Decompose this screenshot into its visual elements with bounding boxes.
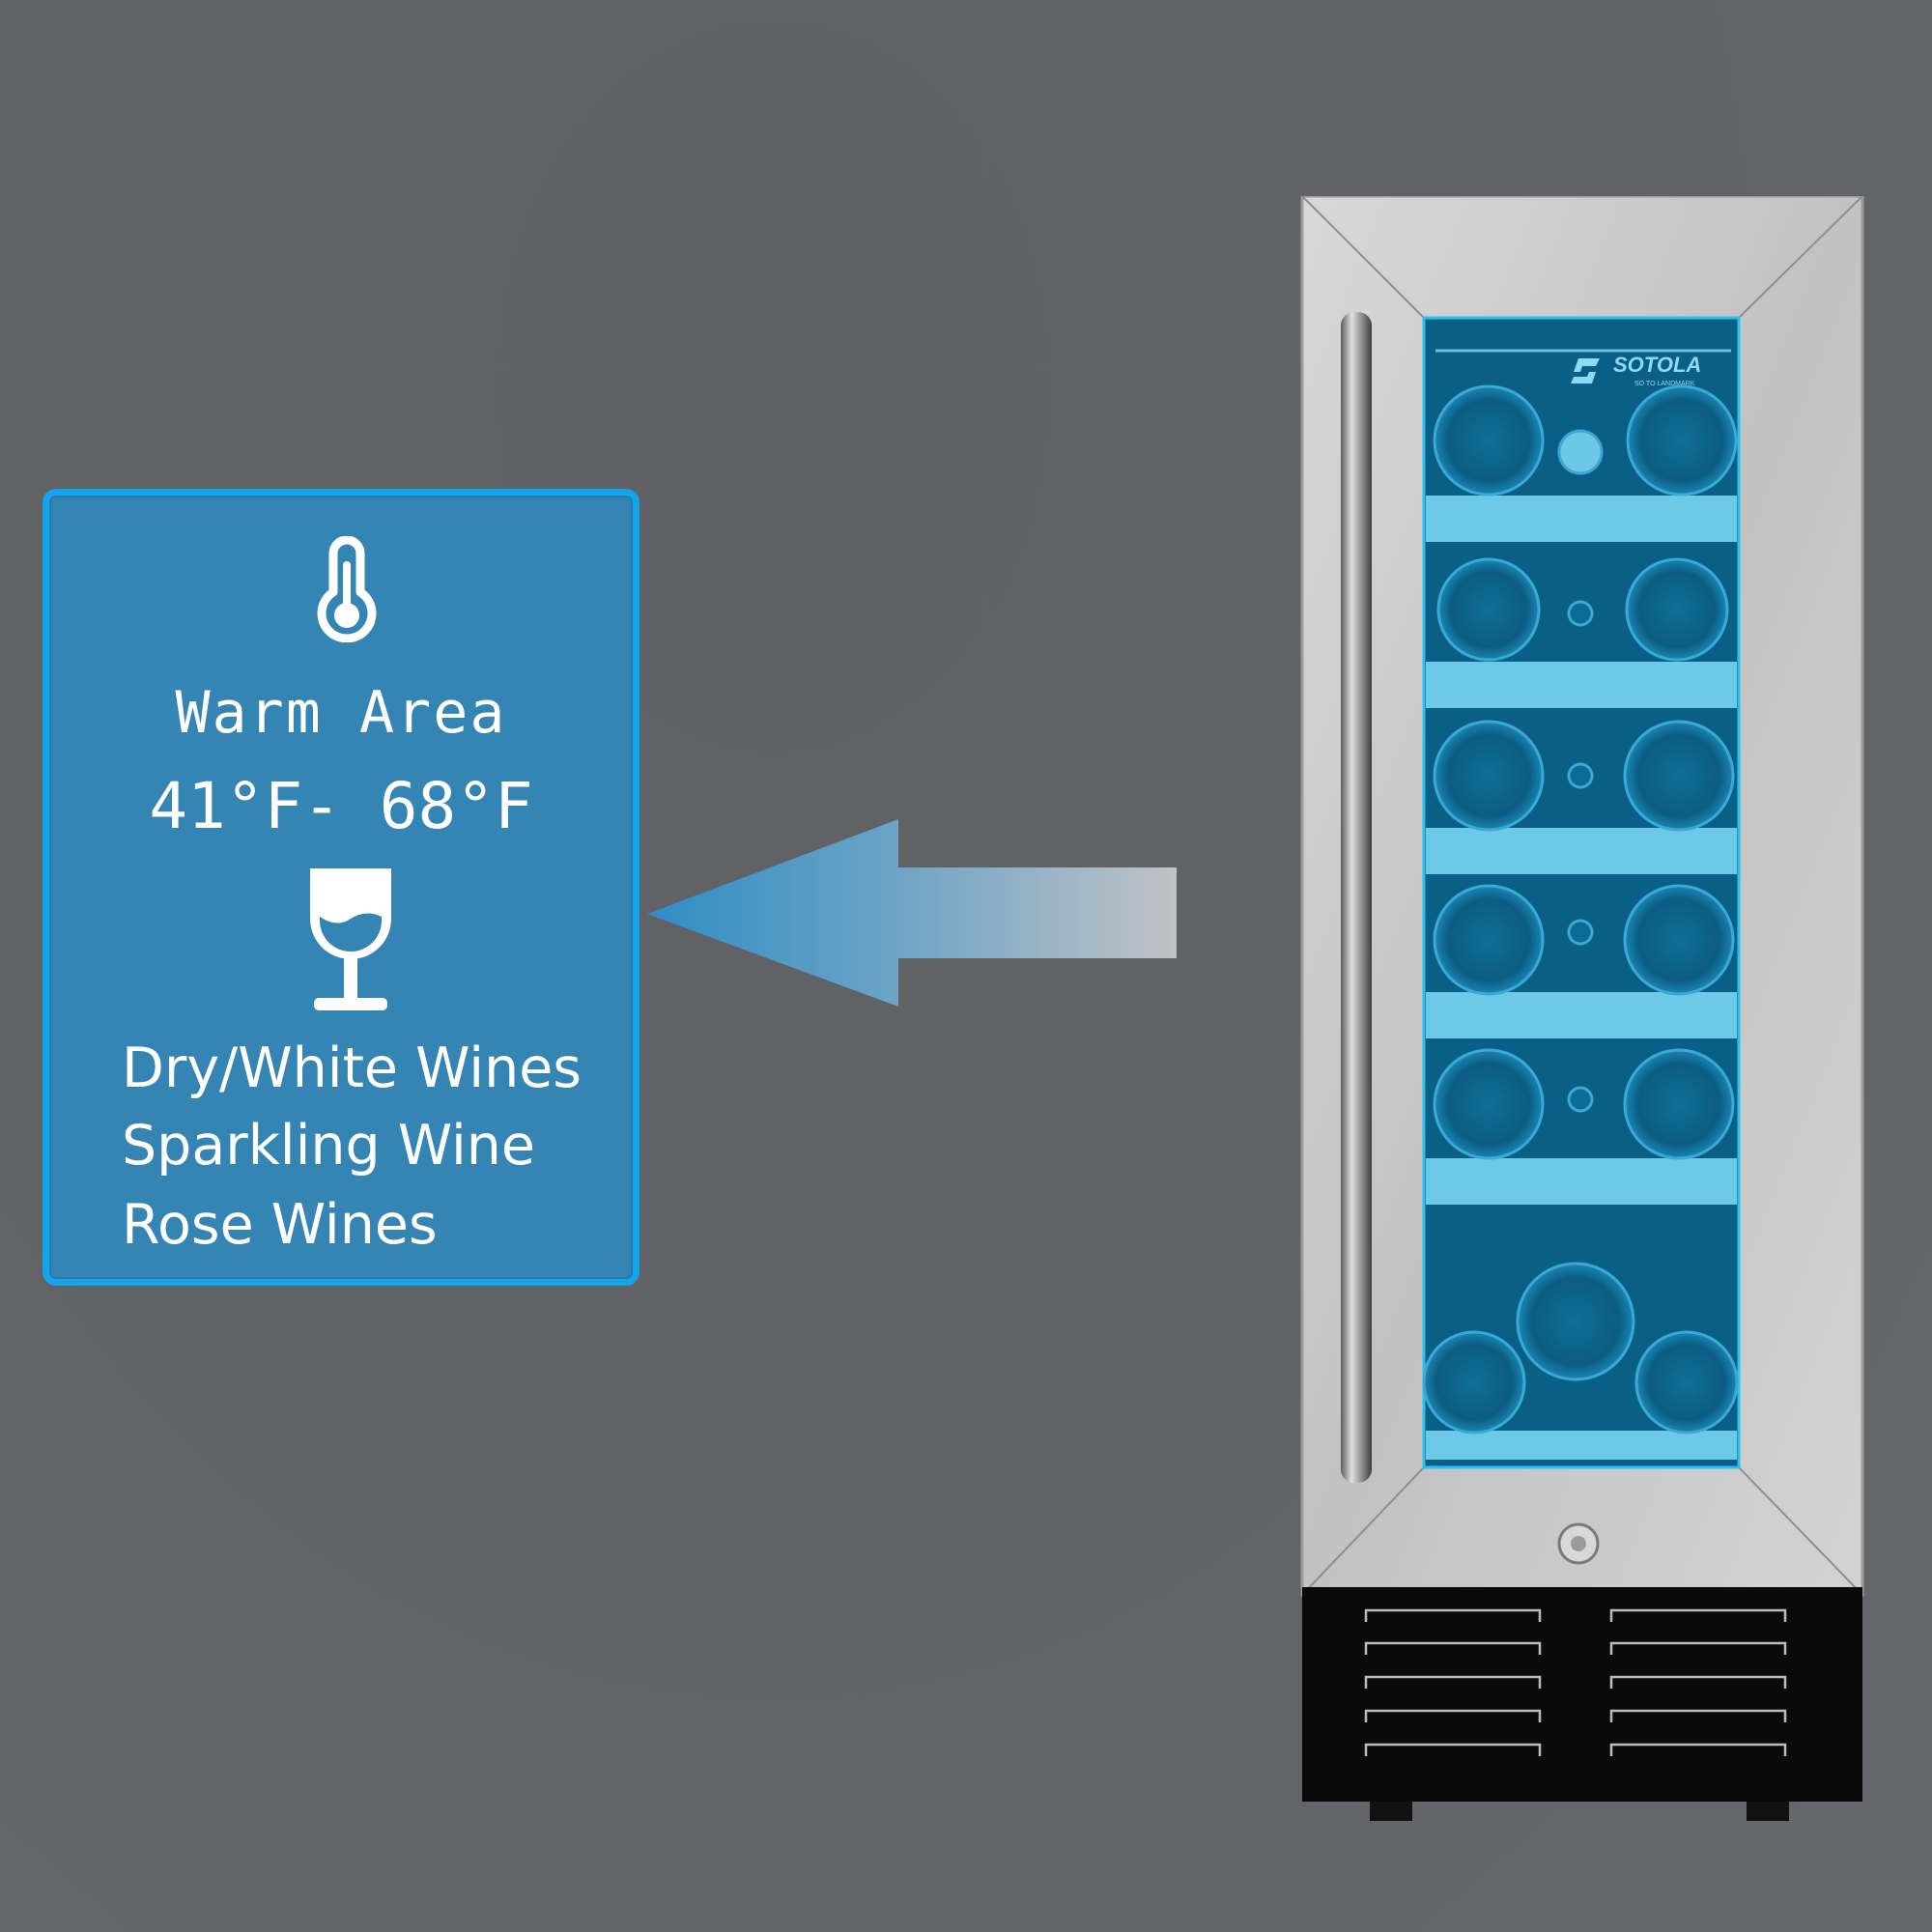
arrow-left-icon	[647, 819, 1177, 1007]
wine-type-dry-white: Dry/White Wines	[122, 1037, 582, 1100]
temperature-range: 41°F- 68°F	[149, 769, 533, 843]
warm-area-card: Warm Area 41°F- 68°F Dry/White Wines Spa…	[43, 489, 639, 1286]
brand-logo: SOTOLA	[1613, 353, 1701, 377]
bottles	[1422, 384, 1739, 1435]
wine-type-rose: Rose Wines	[122, 1193, 438, 1257]
wine-type-sparkling: Sparkling Wine	[122, 1114, 535, 1178]
wine-glass-icon	[310, 868, 391, 1010]
svg-text:SO TO LANDMARK: SO TO LANDMARK	[1634, 381, 1695, 387]
wine-fridge: SOTOLA SO TO LANDMARK	[1300, 196, 1864, 1821]
door-handle	[1341, 312, 1372, 1483]
zone-title: Warm Area	[175, 679, 507, 747]
shelves	[1426, 496, 1737, 1460]
thermometer-icon	[317, 536, 377, 642]
vent-grille	[1302, 1587, 1862, 1802]
